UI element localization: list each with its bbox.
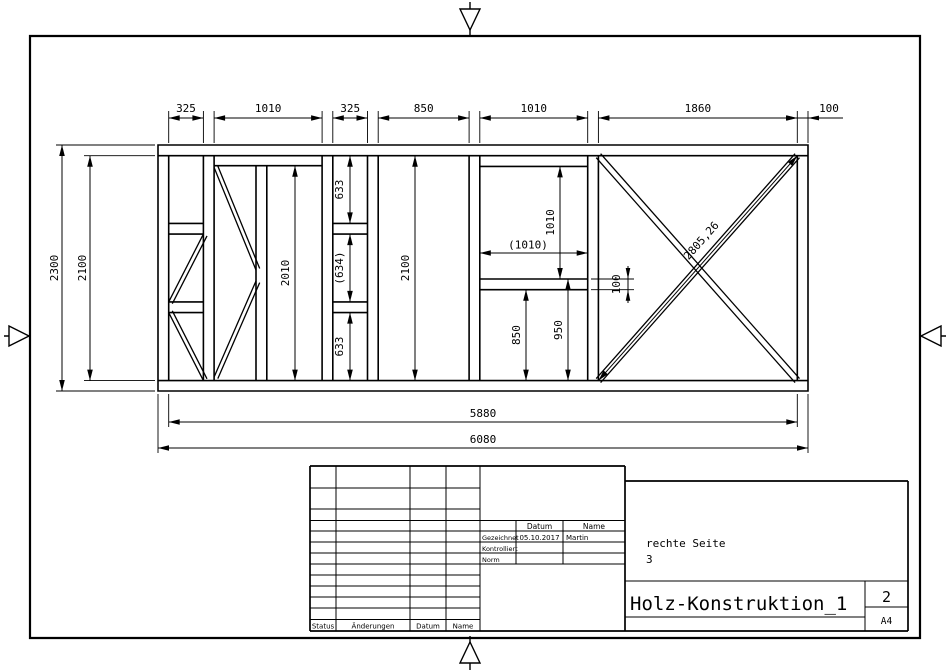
tb-footer-aenderungen: Änderungen (352, 622, 395, 631)
dim-top-6: 100 (819, 102, 839, 115)
tb-footer-name: Name (453, 623, 474, 631)
dimension-lines (59, 115, 843, 451)
tb-row-gezeichnet-datum: 05.10.2017 (519, 534, 559, 542)
extension-lines (56, 111, 808, 453)
tb-view-name: rechte Seite (646, 537, 725, 550)
dim-panel-e-rail-100: 100 (610, 274, 623, 294)
dim-top-4: 1010 (521, 102, 548, 115)
centering-mark-right (920, 326, 946, 346)
tb-footer-status: Status (312, 623, 335, 631)
dim-left-2100: 2100 (76, 255, 89, 282)
dim-panel-c-633b: 633 (333, 337, 346, 357)
dim-panel-d-2100: 2100 (399, 255, 412, 282)
tb-row-norm-label: Norm (482, 556, 500, 564)
tb-sheet-number: 2 (882, 588, 891, 606)
title-block: Datum Name Gezeichnet 05.10.2017 Martin … (310, 466, 908, 631)
dim-panel-e-950: 950 (552, 320, 565, 340)
dim-top-5: 1860 (685, 102, 712, 115)
diagonal-braces (169, 154, 800, 383)
dim-bottom-6080: 6080 (470, 433, 497, 446)
dim-left-2300: 2300 (48, 255, 61, 282)
centering-marks (4, 2, 946, 670)
tb-footer-datum: Datum (416, 623, 440, 631)
dim-panel-c-634: (634) (333, 251, 346, 284)
tb-header-datum: Datum (527, 522, 552, 531)
dim-top-3: 850 (414, 102, 434, 115)
tb-format: A4 (881, 616, 893, 627)
dim-top-1: 1010 (255, 102, 282, 115)
dim-bottom-5880: 5880 (470, 407, 497, 420)
tb-row-gezeichnet-label: Gezeichnet (482, 534, 519, 542)
dim-top-0: 325 (176, 102, 196, 115)
centering-mark-bottom (460, 636, 480, 670)
tb-row-kontrolliert-label: Kontrolliert (482, 545, 518, 553)
tb-drawing-title: Holz-Konstruktion_1 (630, 593, 847, 615)
tb-row-gezeichnet-name: Martin (566, 534, 588, 542)
tb-header-name: Name (583, 522, 606, 531)
dim-top-2: 325 (340, 102, 360, 115)
dimension-labels: 325 1010 325 850 1010 1860 100 2300 2100… (48, 102, 839, 446)
dim-panel-e-1010: 1010 (544, 209, 557, 236)
dim-panel-c-633a: 633 (333, 180, 346, 200)
sheet-frame (30, 36, 920, 638)
dim-panel-b-2010: 2010 (279, 260, 292, 287)
tb-view-number: 3 (646, 553, 653, 566)
dim-panel-e-width: (1010) (508, 239, 548, 252)
dim-panel-e-850: 850 (510, 325, 523, 345)
dim-panel-f-diagonal: 2805,26 (681, 219, 721, 262)
centering-mark-top (460, 2, 480, 36)
centering-mark-left (4, 326, 30, 346)
